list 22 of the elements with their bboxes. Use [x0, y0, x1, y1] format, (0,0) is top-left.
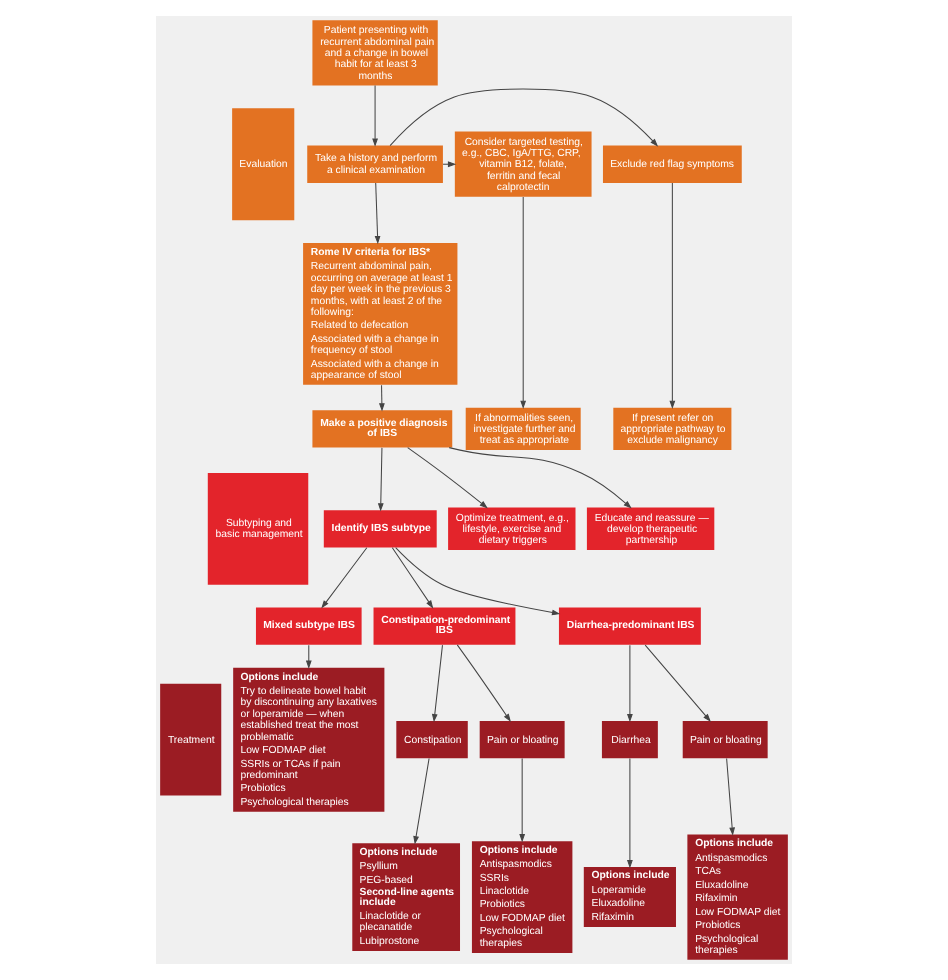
arrow — [431, 644, 443, 723]
arrow — [519, 758, 526, 843]
arrow — [520, 196, 527, 409]
arrow — [305, 644, 312, 669]
arrow — [395, 547, 561, 616]
arrow — [442, 161, 457, 168]
arrow — [407, 447, 488, 509]
arrow — [389, 88, 659, 147]
arrow — [321, 547, 368, 609]
arrow — [456, 644, 511, 723]
arrow — [627, 644, 633, 723]
arrow — [448, 447, 632, 509]
arrow — [644, 644, 711, 722]
arrow — [372, 85, 378, 147]
arrow — [726, 758, 736, 836]
arrow — [413, 758, 430, 845]
arrow — [627, 758, 633, 869]
arrow — [391, 547, 434, 609]
arrow — [669, 182, 676, 409]
arrow — [378, 384, 385, 412]
arrow — [377, 447, 384, 512]
arrow — [374, 182, 381, 245]
